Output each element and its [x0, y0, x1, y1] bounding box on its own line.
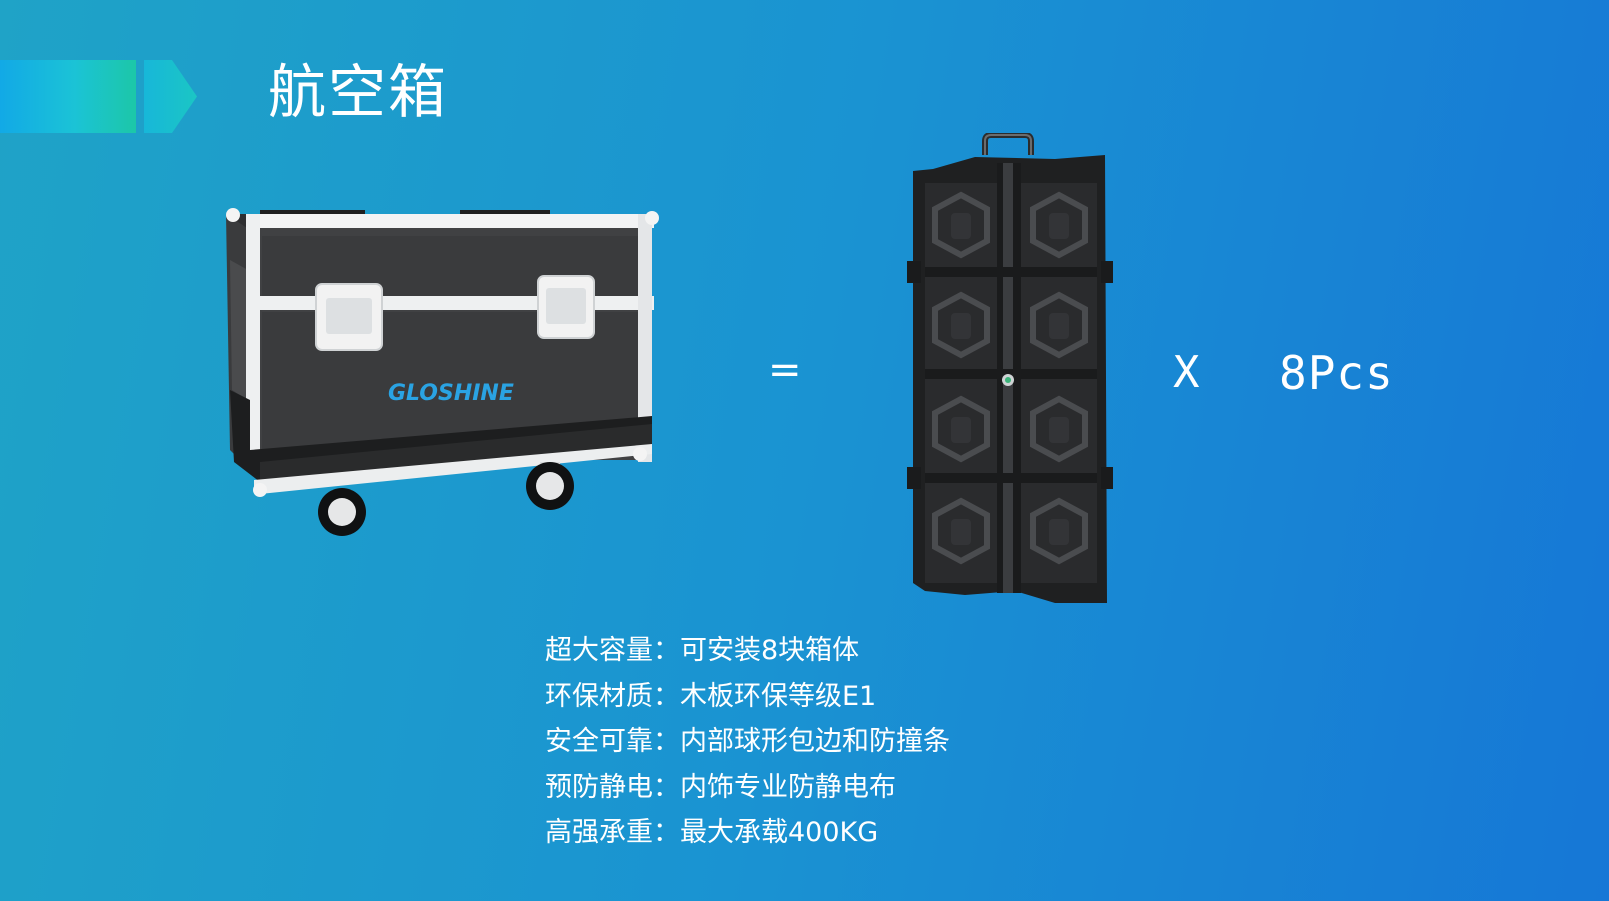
multiply-sign: X: [1173, 347, 1200, 398]
spec-value: 最大承载400KG: [680, 817, 879, 848]
spec-item-safety: 安全可靠：内部球形包边和防撞条: [545, 719, 950, 765]
page-title: 航空箱: [268, 58, 449, 126]
spec-separator: ：: [653, 817, 680, 848]
title-accent-bar: [0, 60, 136, 133]
spec-label: 预防静电: [545, 771, 653, 803]
flight-case-image: GLOSHINE: [226, 208, 659, 536]
spec-label: 超大容量: [545, 635, 653, 666]
spec-value: 木板环保等级E1: [680, 680, 877, 712]
spec-label: 高强承重: [545, 817, 653, 848]
spec-list: 超大容量：可安装8块箱体 环保材质：木板环保等级E1 安全可靠：内部球形包边和防…: [545, 628, 950, 856]
spec-separator: ：: [653, 726, 680, 757]
spec-item-material: 环保材质：木板环保等级E1: [545, 674, 950, 720]
spec-item-capacity: 超大容量：可安装8块箱体: [545, 628, 950, 674]
spec-value: 内部球形包边和防撞条: [680, 726, 950, 757]
spec-label: 环保材质: [545, 680, 653, 712]
brand-logo: GLOSHINE: [388, 381, 514, 406]
spec-value: 内饰专业防静电布: [680, 771, 896, 803]
spec-value: 可安装8块箱体: [680, 635, 860, 666]
spec-separator: ：: [653, 680, 680, 712]
spec-item-load: 高强承重：最大承载400KG: [545, 810, 950, 856]
spec-separator: ：: [653, 771, 680, 803]
spec-item-antistatic: 预防静电：内饰专业防静电布: [545, 765, 950, 811]
spec-separator: ：: [653, 635, 680, 666]
led-cabinet-panel-image: [907, 133, 1113, 603]
spec-label: 安全可靠: [545, 726, 653, 757]
title-accent-arrow: [144, 60, 197, 133]
equals-sign: =: [768, 347, 802, 393]
quantity-label: 8Pcs: [1279, 346, 1394, 400]
